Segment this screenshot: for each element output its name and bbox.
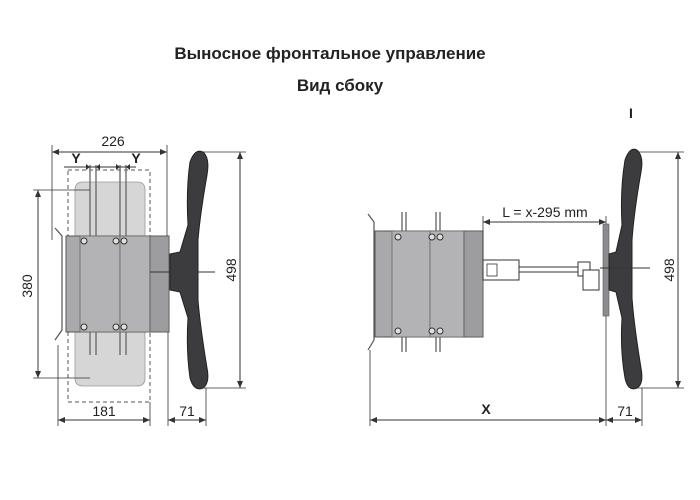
- dim-71-right: 71: [606, 388, 643, 426]
- left-side-view: 226 Y Y 380 498: [19, 133, 246, 426]
- panel-door: [602, 223, 610, 317]
- dim-shaft-length-label: L = x-295 mm: [502, 204, 587, 220]
- dim-226-label: 226: [101, 133, 125, 149]
- switch-pole-right-1: [391, 230, 431, 338]
- dim-71-left: 71: [167, 332, 207, 426]
- dim-71-left-label: 71: [179, 403, 195, 419]
- rotary-handle-right: [608, 148, 643, 390]
- switch-pole-1: [79, 235, 121, 333]
- rotary-handle: [169, 150, 209, 390]
- dim-226: 226: [51, 133, 168, 240]
- y-right-label: Y: [131, 150, 141, 166]
- terminal-rods-top: [89, 165, 127, 237]
- switch-side-block: [149, 235, 170, 333]
- dim-498-right-label: 498: [661, 258, 677, 282]
- dim-498-right: 498: [636, 151, 684, 389]
- dim-380: 380: [19, 189, 90, 379]
- dim-498-left-label: 498: [223, 258, 239, 282]
- shaft-end-block: [582, 269, 600, 291]
- dim-shaft-length: L = x-295 mm: [482, 204, 607, 260]
- switch-side-block-right: [463, 230, 484, 338]
- terminal-rods-right: [401, 212, 441, 352]
- dim-380-label: 380: [19, 274, 35, 298]
- right-side-view: I L = x-295 mm 498 X 71: [367, 105, 684, 426]
- dim-181: 181: [57, 345, 151, 426]
- dim-x-label: X: [481, 401, 491, 417]
- y-left-label: Y: [71, 150, 81, 166]
- dim-498-left: 498: [200, 151, 246, 389]
- dim-y: Y Y: [64, 150, 141, 170]
- position-mark-i: I: [629, 105, 633, 121]
- mounting-bracket-right: [367, 213, 375, 351]
- dim-71-right-label: 71: [617, 403, 633, 419]
- terminal-screws: [80, 237, 128, 331]
- terminal-screws-right: [394, 233, 444, 335]
- mounting-bracket: [54, 227, 63, 341]
- diagram-subtitle: Вид сбоку: [296, 76, 384, 95]
- switch-pole-right-2: [429, 230, 465, 338]
- terminal-rods-bottom: [89, 330, 127, 355]
- switch-pole-2: [119, 235, 151, 333]
- diagram-title: Выносное фронтальное управление: [174, 44, 486, 63]
- dim-x: X: [369, 316, 607, 426]
- dim-181-label: 181: [92, 403, 116, 419]
